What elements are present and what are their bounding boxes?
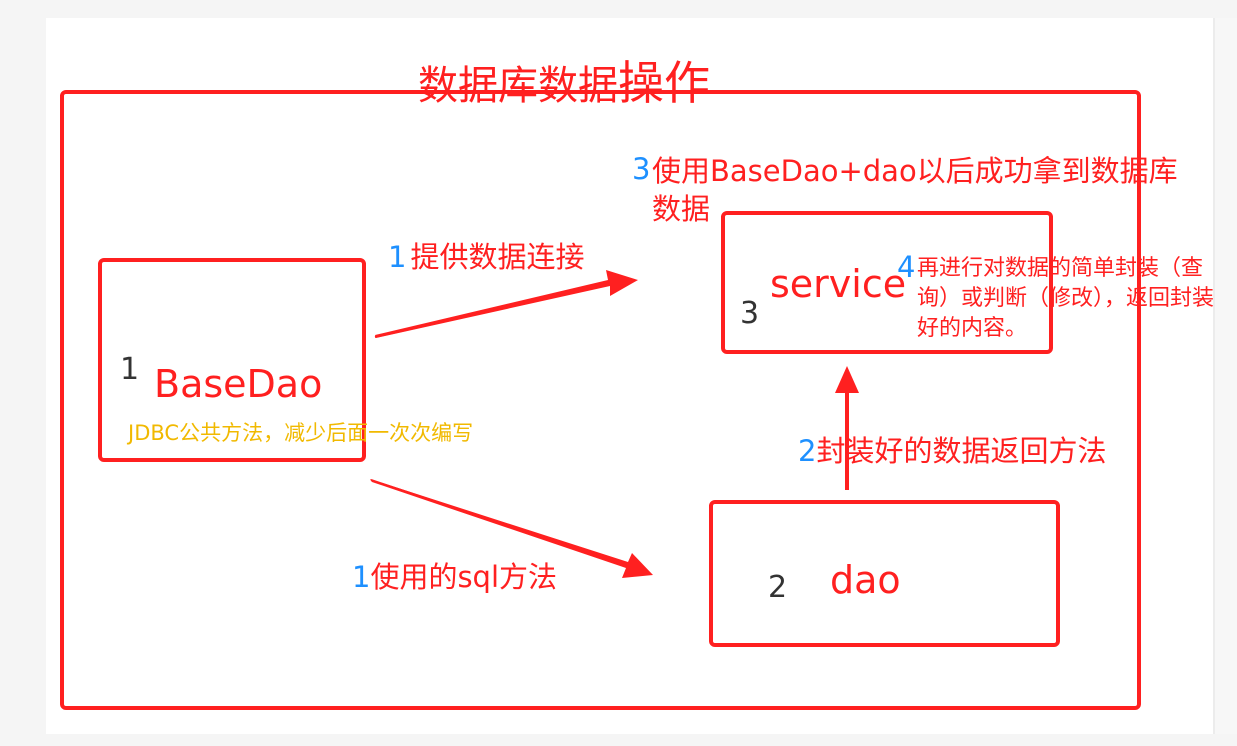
label-dao-to-service: 2封装好的数据返回方法 (798, 434, 1106, 469)
label-basedao-to-dao-text: 使用的sql方法 (370, 560, 558, 594)
service-box (721, 211, 1053, 354)
label-basedao-to-dao: 1使用的sql方法 (352, 560, 557, 595)
note-top: 3 (632, 152, 650, 187)
arrow-basedao-to-dao-line (370, 479, 631, 567)
label-dao-to-service-number: 2 (798, 434, 817, 468)
outer-frame (60, 90, 1141, 710)
dao-number: 2 (768, 570, 788, 605)
service-number: 3 (740, 296, 760, 331)
diagram-canvas (46, 18, 1213, 734)
label-basedao-to-service-number: 1 (388, 240, 407, 274)
label-basedao-to-dao-number: 1 (352, 560, 371, 594)
scrollbar-strip (1213, 18, 1237, 734)
basedao-number: 1 (120, 352, 140, 387)
label-basedao-to-service-text: 提供数据连接 (410, 240, 585, 274)
note-right-number: 4 (897, 250, 916, 284)
arrow-basedao-to-service (375, 270, 638, 338)
label-dao-to-service-text: 封装好的数据返回方法 (816, 434, 1107, 468)
arrow-dao-to-service (835, 366, 859, 490)
basedao-description: JDBC公共方法，减少后面一次次编写 (128, 421, 474, 445)
note-right-text: 再进行对数据的简单封装（查询）或判断（修改），返回封装好的内容。 (917, 256, 1215, 341)
title-part-2: 操作 (618, 56, 710, 110)
basedao-box (98, 258, 366, 462)
dao-box (709, 500, 1060, 647)
note-top-text: 使用BaseDao+dao以后成功拿到数据库数据 (652, 154, 1178, 226)
dao-label: dao (830, 558, 901, 602)
basedao-label: BaseDao (154, 362, 323, 406)
title-part-1: 数据库数据 (418, 63, 618, 109)
diagram-title: 数据库数据操作 (418, 56, 710, 111)
note-top-number: 3 (632, 152, 651, 186)
service-label: service (770, 262, 907, 306)
arrow-basedao-to-service-line (374, 283, 613, 338)
